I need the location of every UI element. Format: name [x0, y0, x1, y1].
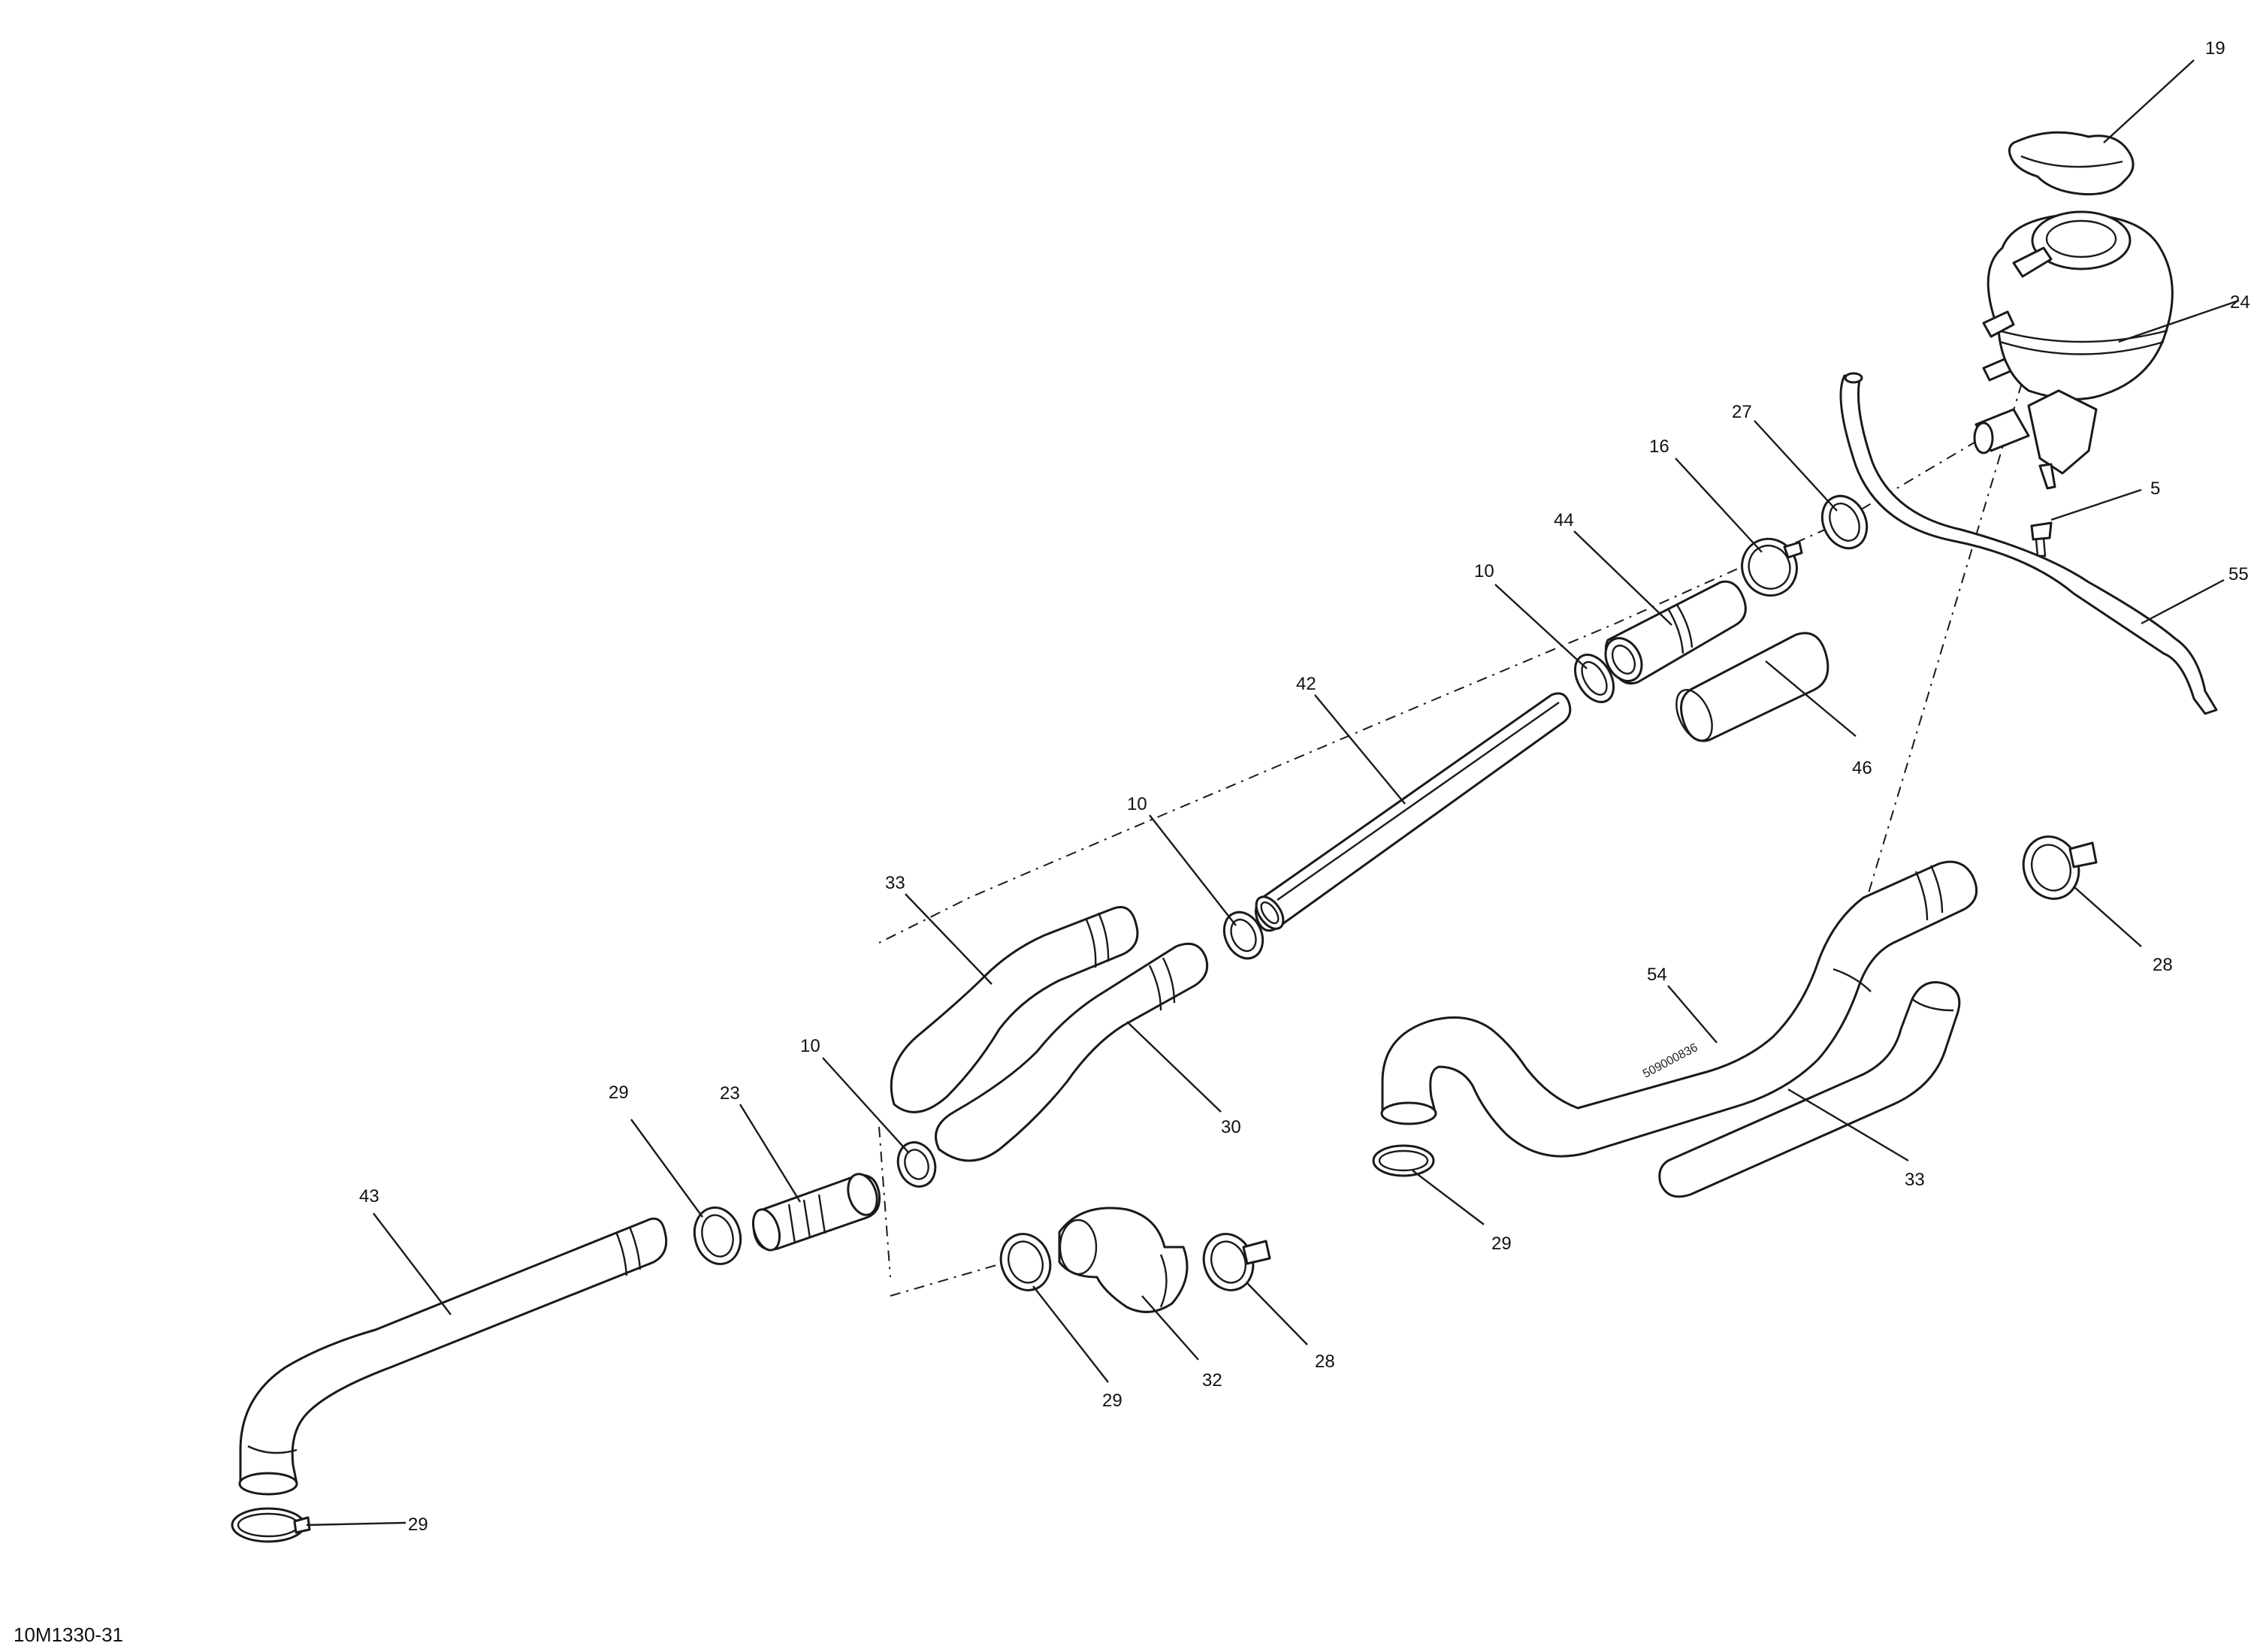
- callout-43: 43: [359, 1186, 379, 1207]
- callout-46: 46: [1852, 758, 1872, 778]
- hose-stamp-label: 509000836: [1641, 1041, 1700, 1081]
- part-27-hose-clamp[interactable]: [1814, 489, 1875, 556]
- callout-29-b: 29: [1102, 1391, 1122, 1411]
- part-55-overflow-hose[interactable]: [1839, 372, 2218, 715]
- part-29-clamp-d[interactable]: [231, 1507, 311, 1543]
- part-19-reservoir-cap[interactable]: [2008, 131, 2135, 196]
- part-5-screw[interactable]: [2030, 521, 2053, 557]
- callout-29-a: 29: [609, 1083, 629, 1103]
- callout-24: 24: [2230, 292, 2250, 313]
- part-43-hose[interactable]: [238, 1217, 668, 1496]
- callout-29-c: 29: [1491, 1234, 1512, 1254]
- part-16-clamp[interactable]: [1733, 530, 1805, 604]
- part-33-hose-left[interactable]: [890, 906, 1139, 1113]
- callout-30: 30: [1221, 1117, 1241, 1137]
- part-10-clamp-bottom[interactable]: [892, 1137, 941, 1192]
- part-29-clamp-b[interactable]: [993, 1227, 1058, 1297]
- callout-19: 19: [2205, 38, 2225, 59]
- part-42-pipe[interactable]: [1251, 692, 1572, 934]
- part-23-fitting[interactable]: [748, 1170, 882, 1254]
- part-24-coolant-reservoir[interactable]: [1973, 210, 2174, 490]
- callout-23: 23: [720, 1083, 740, 1104]
- part-32-elbow[interactable]: [1058, 1207, 1189, 1313]
- callout-29-d: 29: [408, 1515, 428, 1535]
- part-28-clamp-b[interactable]: [2015, 829, 2098, 907]
- part-28-clamp-a[interactable]: [1196, 1227, 1271, 1297]
- callout-10-top: 10: [1474, 561, 1494, 581]
- callout-42: 42: [1296, 674, 1316, 694]
- callout-28-right: 28: [2153, 955, 2173, 975]
- callout-10-bottom: 10: [800, 1036, 820, 1056]
- callout-labels: 19 24 27 16 5 55 44 10 46 42 10 33 28 54…: [359, 38, 2250, 1535]
- callout-33-left: 33: [885, 873, 905, 893]
- callout-28-left: 28: [1315, 1351, 1335, 1372]
- callout-16: 16: [1649, 436, 1669, 457]
- callout-44: 44: [1554, 510, 1574, 530]
- part-54-hose[interactable]: [1380, 860, 1978, 1158]
- part-29-clamp-a[interactable]: [688, 1203, 747, 1270]
- figure-code: 10M1330-31: [14, 1623, 123, 1646]
- callout-55: 55: [2228, 564, 2249, 584]
- part-33-hose-right[interactable]: [1658, 981, 1961, 1198]
- part-29-clamp-c[interactable]: [1372, 1144, 1435, 1177]
- part-46-protective-sleeve[interactable]: [1669, 632, 1829, 746]
- leader-lines: [306, 59, 2240, 1527]
- callout-10-middle: 10: [1127, 794, 1147, 814]
- callout-54: 54: [1647, 965, 1667, 985]
- part-44-hose[interactable]: [1598, 580, 1747, 687]
- callout-27: 27: [1732, 402, 1752, 422]
- callout-5: 5: [2150, 479, 2160, 499]
- part-30-hose[interactable]: [935, 942, 1209, 1162]
- callout-33-right: 33: [1905, 1170, 1925, 1190]
- callout-32: 32: [1202, 1370, 1222, 1391]
